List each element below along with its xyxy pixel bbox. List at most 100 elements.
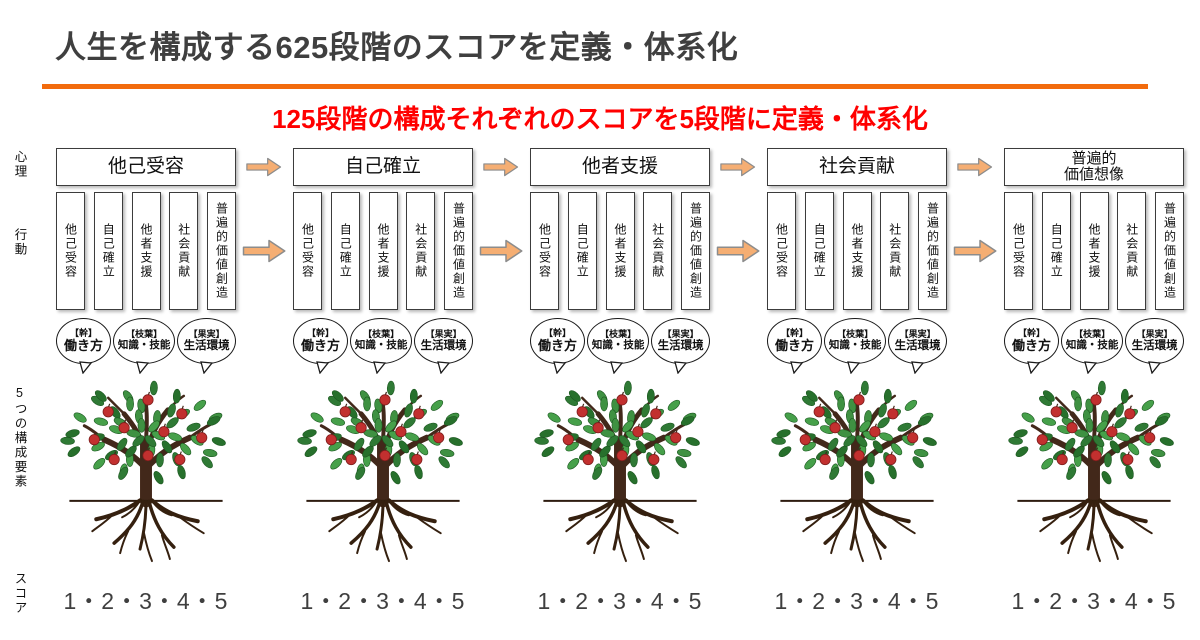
bubble-label: 生活環境: [657, 339, 704, 352]
behavior-box: 他者支援: [1079, 192, 1109, 310]
stage-column: 他者支援 他己受容自己確立他者支援社会貢献普遍的価値創造 【幹】働き方【枝葉】知…: [530, 148, 710, 616]
behavior-box: 社会貢献: [169, 192, 199, 310]
behavior-box: 自己確立: [567, 192, 597, 310]
behavior-box: 他己受容: [1004, 192, 1033, 310]
bubble-tail-icon: [790, 361, 804, 374]
bubble-tag: 【枝葉】: [126, 329, 163, 340]
bubble-label: 働き方: [300, 337, 340, 353]
bubble-row: 【幹】働き方【枝葉】知識・技能【果実】生活環境: [530, 318, 710, 374]
behavior-box: 自己確立: [330, 192, 360, 310]
behavior-box: 他者支援: [605, 192, 635, 310]
bubble-label: 生活環境: [1131, 339, 1178, 352]
bubble-tag: 【果実】: [1136, 328, 1173, 339]
speech-bubble: 【枝葉】知識・技能: [586, 318, 650, 374]
bubble-tail-icon: [437, 361, 451, 374]
bubble-label: 知識・技能: [828, 339, 882, 352]
speech-bubble: 【果実】生活環境: [651, 318, 710, 374]
speech-bubble: 【果実】生活環境: [888, 318, 947, 374]
behavior-box: 普遍的価値創造: [918, 192, 947, 310]
behavior-box: 他己受容: [767, 192, 796, 310]
speech-bubble: 【枝葉】知識・技能: [112, 318, 176, 374]
behavior-box-row: 他己受容自己確立他者支援社会貢献普遍的価値創造: [530, 192, 710, 310]
bubble-tag: 【果実】: [662, 328, 699, 339]
behavior-box-row: 他己受容自己確立他者支援社会貢献普遍的価値創造: [1004, 192, 1184, 310]
apple-tree-illustration: [767, 374, 947, 568]
behavior-box: 自己確立: [1041, 192, 1071, 310]
bubble-row: 【幹】働き方【枝葉】知識・技能【果実】生活環境: [1004, 318, 1184, 374]
bubble-tail-icon: [200, 361, 214, 374]
behavior-box: 社会貢献: [1117, 192, 1147, 310]
bubble-tag: 【枝葉】: [600, 329, 637, 340]
stage-column: 社会貢献 他己受容自己確立他者支援社会貢献普遍的価値創造 【幹】働き方【枝葉】知…: [767, 148, 947, 616]
bubble-tag: 【幹】: [543, 327, 571, 338]
stage-header-box: 自己確立: [293, 148, 473, 186]
behavior-box: 自己確立: [804, 192, 834, 310]
behavior-box: 自己確立: [93, 192, 123, 310]
row-label-psychology: 心理: [12, 150, 27, 179]
apple-tree-illustration: [530, 374, 710, 568]
flow-arrow-gap: [473, 148, 530, 616]
speech-bubble: 【果実】生活環境: [177, 318, 236, 374]
stage-columns: 他己受容 他己受容自己確立他者支援社会貢献普遍的価値創造 【幹】働き方【枝葉】知…: [56, 148, 1184, 616]
speech-bubble: 【果実】生活環境: [414, 318, 473, 374]
bubble-label: 働き方: [537, 337, 577, 353]
bubble-tag: 【果実】: [899, 328, 936, 339]
stage-header-box: 他者支援: [530, 148, 710, 186]
speech-bubble: 【枝葉】知識・技能: [349, 318, 413, 374]
right-block-arrow-icon: [479, 239, 523, 263]
bubble-tag: 【枝葉】: [1074, 329, 1111, 340]
bubble-tail-icon: [1148, 361, 1162, 374]
bubble-tag: 【果実】: [188, 328, 225, 339]
speech-bubble: 【幹】働き方: [767, 318, 822, 374]
speech-bubble: 【枝葉】知識・技能: [823, 318, 887, 374]
bubble-label: 働き方: [63, 337, 103, 353]
right-block-arrow-icon: [246, 157, 282, 177]
speech-bubble: 【幹】働き方: [293, 318, 348, 374]
bubble-label: 知識・技能: [117, 339, 171, 352]
bubble-label: 生活環境: [894, 339, 941, 352]
behavior-box: 普遍的価値創造: [681, 192, 710, 310]
behavior-box-row: 他己受容自己確立他者支援社会貢献普遍的価値創造: [56, 192, 236, 310]
bubble-tag: 【果実】: [425, 328, 462, 339]
right-block-arrow-icon: [957, 157, 993, 177]
flow-arrow-gap: [947, 148, 1004, 616]
behavior-box: 他己受容: [293, 192, 322, 310]
stage-column: 普遍的 価値想像 他己受容自己確立他者支援社会貢献普遍的価値創造 【幹】働き方 【…: [1004, 148, 1184, 616]
bubble-label: 働き方: [1011, 337, 1051, 353]
behavior-box: 他己受容: [530, 192, 559, 310]
right-block-arrow-icon: [953, 239, 997, 263]
bubble-tag: 【幹】: [1017, 327, 1045, 338]
stage-header-box: 普遍的 価値想像: [1004, 148, 1184, 186]
behavior-box: 社会貢献: [880, 192, 910, 310]
bubble-tag: 【幹】: [69, 327, 97, 338]
bubble-tail-icon: [1027, 361, 1041, 374]
score-label: 1・2・3・4・5: [774, 588, 940, 614]
apple-tree-illustration: [1004, 374, 1184, 568]
bubble-label: 知識・技能: [591, 339, 645, 352]
bubble-tail-icon: [553, 361, 567, 374]
row-label-five-elements: 5つの構成要素: [12, 386, 27, 489]
behavior-box: 他己受容: [56, 192, 85, 310]
bubble-tail-icon: [373, 361, 387, 374]
row-label-gutter: 心理 行動 5つの構成要素 スコア: [13, 148, 45, 640]
right-block-arrow-icon: [242, 239, 286, 263]
apple-tree-illustration: [293, 374, 473, 568]
bubble-tail-icon: [79, 361, 93, 374]
score-label: 1・2・3・4・5: [537, 588, 703, 614]
behavior-box: 社会貢献: [406, 192, 436, 310]
behavior-box-row: 他己受容自己確立他者支援社会貢献普遍的価値創造: [293, 192, 473, 310]
behavior-box: 普遍的価値創造: [1155, 192, 1184, 310]
speech-bubble: 【幹】働き方: [530, 318, 585, 374]
bubble-tag: 【幹】: [780, 327, 808, 338]
bubble-tail-icon: [610, 361, 624, 374]
speech-bubble: 【果実】生活環境: [1125, 318, 1184, 374]
behavior-box: 普遍的価値創造: [207, 192, 236, 310]
bubble-tail-icon: [674, 361, 688, 374]
flow-arrow-gap: [236, 148, 293, 616]
bubble-tail-icon: [316, 361, 330, 374]
flow-arrow-gap: [710, 148, 767, 616]
bubble-label: 生活環境: [183, 339, 230, 352]
behavior-box-row: 他己受容自己確立他者支援社会貢献普遍的価値創造: [767, 192, 947, 310]
title-underline: [42, 84, 1148, 89]
